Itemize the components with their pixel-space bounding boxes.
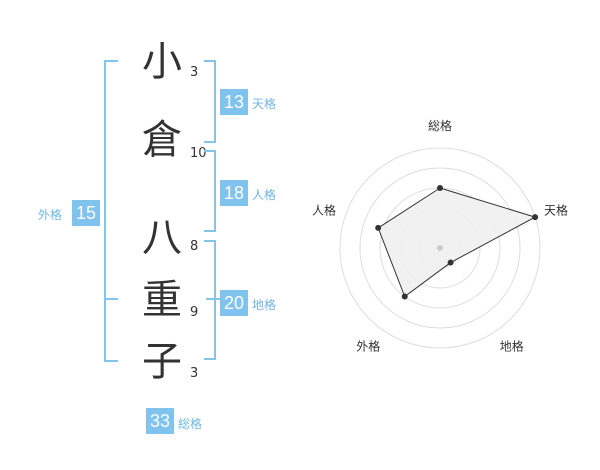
chikaku-value-badge: 20 xyxy=(220,290,248,316)
tenkaku-bracket xyxy=(204,60,216,143)
stroke-count-4: 9 xyxy=(190,305,199,320)
jinkaku-value-badge: 18 xyxy=(220,180,248,206)
soukaku-value-badge: 33 xyxy=(146,408,174,434)
stroke-count-3: 8 xyxy=(190,239,199,254)
radar-axis-label-3: 地格 xyxy=(500,339,524,354)
chikaku-label: 地格 xyxy=(252,298,277,312)
radar-grid-ring-4 xyxy=(359,167,521,329)
tenkaku-value-badge: 13 xyxy=(220,89,248,115)
stroke-count-1: 3 xyxy=(190,65,199,80)
radar-grid-ring-2 xyxy=(399,207,481,289)
name-char-4: 重 xyxy=(142,277,182,323)
radar-grid-ring-5 xyxy=(339,147,541,349)
jinkaku-bracket xyxy=(204,150,216,232)
chikaku-bracket xyxy=(204,240,216,360)
chikaku-bracket-mid-tick xyxy=(206,298,220,300)
gaikaku-value-badge: 15 xyxy=(72,200,100,226)
radar-grid-ring-1 xyxy=(419,227,461,269)
name-char-1: 小 xyxy=(142,39,182,85)
radar-axis-label-1: 総格 xyxy=(428,118,452,133)
radar-value-area xyxy=(377,187,537,298)
stroke-count-2: 10 xyxy=(190,146,207,161)
name-char-5: 子 xyxy=(142,339,182,385)
gaikaku-bracket-mid-tick xyxy=(104,298,118,300)
radar-axis-label-5: 人格 xyxy=(312,202,336,217)
stroke-count-5: 3 xyxy=(190,366,199,381)
radar-point-2 xyxy=(532,214,539,221)
gaikaku-bracket xyxy=(104,60,118,362)
name-char-2: 倉 xyxy=(142,117,182,163)
radar-point-3 xyxy=(447,259,454,266)
radar-point-1 xyxy=(437,185,443,191)
jinkaku-label: 人格 xyxy=(252,188,277,202)
radar-point-4 xyxy=(401,293,408,300)
radar-point-5 xyxy=(375,224,382,231)
radar-axis-label-2: 天格 xyxy=(544,202,568,217)
name-char-3: 八 xyxy=(142,215,182,261)
radar-grid-ring-3 xyxy=(379,187,501,309)
gaikaku-label: 外格 xyxy=(38,208,63,222)
radar-axis-label-4: 外格 xyxy=(356,339,380,354)
tenkaku-label: 天格 xyxy=(252,97,277,111)
soukaku-label: 総格 xyxy=(178,417,203,431)
radar-center-dot xyxy=(437,245,443,251)
